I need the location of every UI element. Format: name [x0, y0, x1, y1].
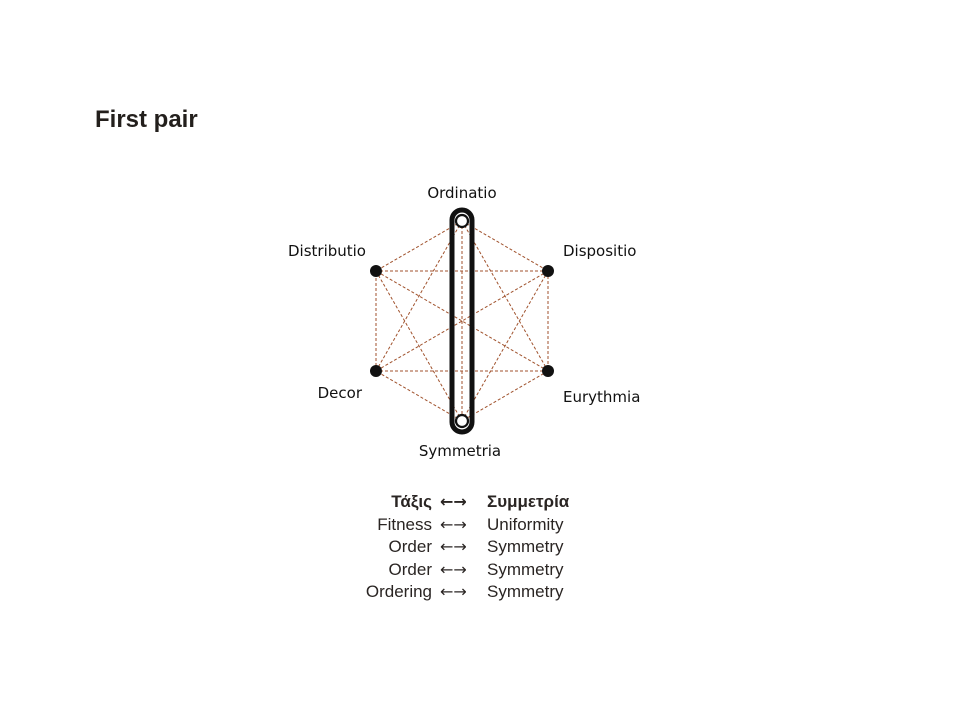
edge-symmetria-decor — [375, 370, 463, 422]
translation-pairs: Τάξις ←→ Συμμετρία Fitness ←→ Uniformity… — [330, 492, 630, 605]
pair-right: Uniformity — [487, 514, 564, 534]
edge-eurythmia-symmetria — [461, 370, 549, 422]
edge-eurythmia-distributio — [375, 270, 549, 372]
diagram-nodes — [370, 213, 554, 429]
pair-row: Order ←→ Symmetry — [330, 560, 630, 583]
pair-left: Order — [388, 537, 432, 556]
highlight-pair-outline — [449, 207, 475, 435]
pair-left: Τάξις — [391, 492, 432, 511]
node-label-symmetria: Symmetria — [419, 442, 501, 460]
double-arrow-icon: ←→ — [440, 492, 467, 511]
pair-right: Συμμετρία — [487, 492, 570, 511]
pair-row: Τάξις ←→ Συμμετρία — [330, 492, 630, 515]
node-label-dispositio: Dispositio — [563, 242, 636, 260]
edge-dispositio-symmetria — [461, 270, 549, 422]
edge-dispositio-decor — [375, 270, 549, 372]
edge-ordinatio-decor — [375, 220, 463, 372]
node-distributio — [370, 265, 382, 277]
pair-right: Symmetry — [487, 537, 564, 556]
double-arrow-icon: ←→ — [440, 514, 467, 534]
double-arrow-icon: ←→ — [440, 537, 467, 556]
edge-ordinatio-dispositio — [461, 220, 549, 272]
node-label-distributio: Distributio — [288, 242, 366, 260]
pair-left: Ordering — [365, 582, 432, 601]
node-eurythmia — [542, 365, 554, 377]
pair-right: Symmetry — [487, 559, 564, 579]
edge-ordinatio-distributio — [375, 220, 463, 272]
node-decor — [370, 365, 382, 377]
node-symmetria — [454, 413, 470, 429]
pair-left: Fitness — [377, 514, 432, 534]
pair-left: Order — [388, 559, 432, 579]
diagram-edges — [375, 220, 549, 422]
edge-ordinatio-eurythmia — [461, 220, 549, 372]
pair-row: Order ←→ Symmetry — [330, 537, 630, 560]
node-label-decor: Decor — [318, 384, 363, 402]
page-title: First pair — [95, 106, 198, 133]
pair-row: Fitness ←→ Uniformity — [330, 515, 630, 538]
node-ordinatio — [454, 213, 470, 229]
edge-symmetria-distributio — [375, 270, 463, 422]
node-label-eurythmia: Eurythmia — [563, 388, 640, 406]
double-arrow-icon: ←→ — [440, 582, 467, 601]
double-arrow-icon: ←→ — [440, 559, 467, 579]
pair-row: Ordering ←→ Symmetry — [330, 582, 630, 605]
pair-right: Symmetry — [487, 582, 564, 601]
node-dispositio — [542, 265, 554, 277]
node-label-ordinatio: Ordinatio — [427, 184, 496, 202]
